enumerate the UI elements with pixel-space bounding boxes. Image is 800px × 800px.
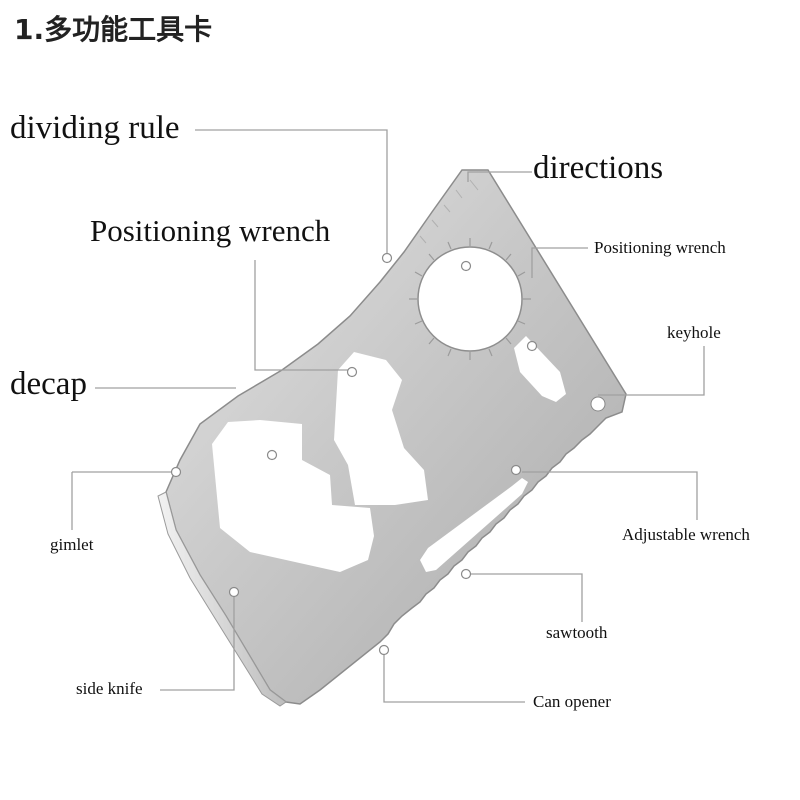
label-side-knife: side knife xyxy=(76,679,143,698)
label-sawtooth: sawtooth xyxy=(546,623,608,642)
label-gimlet: gimlet xyxy=(50,535,94,554)
label-positioning-wrench-small: Positioning wrench xyxy=(594,238,726,257)
label-directions: directions xyxy=(533,150,664,186)
label-decap: decap xyxy=(10,366,87,402)
label-keyhole: keyhole xyxy=(667,323,721,342)
label-dividing-rule: dividing rule xyxy=(10,110,180,146)
label-can-opener: Can opener xyxy=(533,692,611,711)
page-title: 1.多功能工具卡 xyxy=(14,13,213,46)
label-positioning-wrench-large: Positioning wrench xyxy=(90,213,331,248)
label-adjustable-wrench: Adjustable wrench xyxy=(622,525,750,544)
